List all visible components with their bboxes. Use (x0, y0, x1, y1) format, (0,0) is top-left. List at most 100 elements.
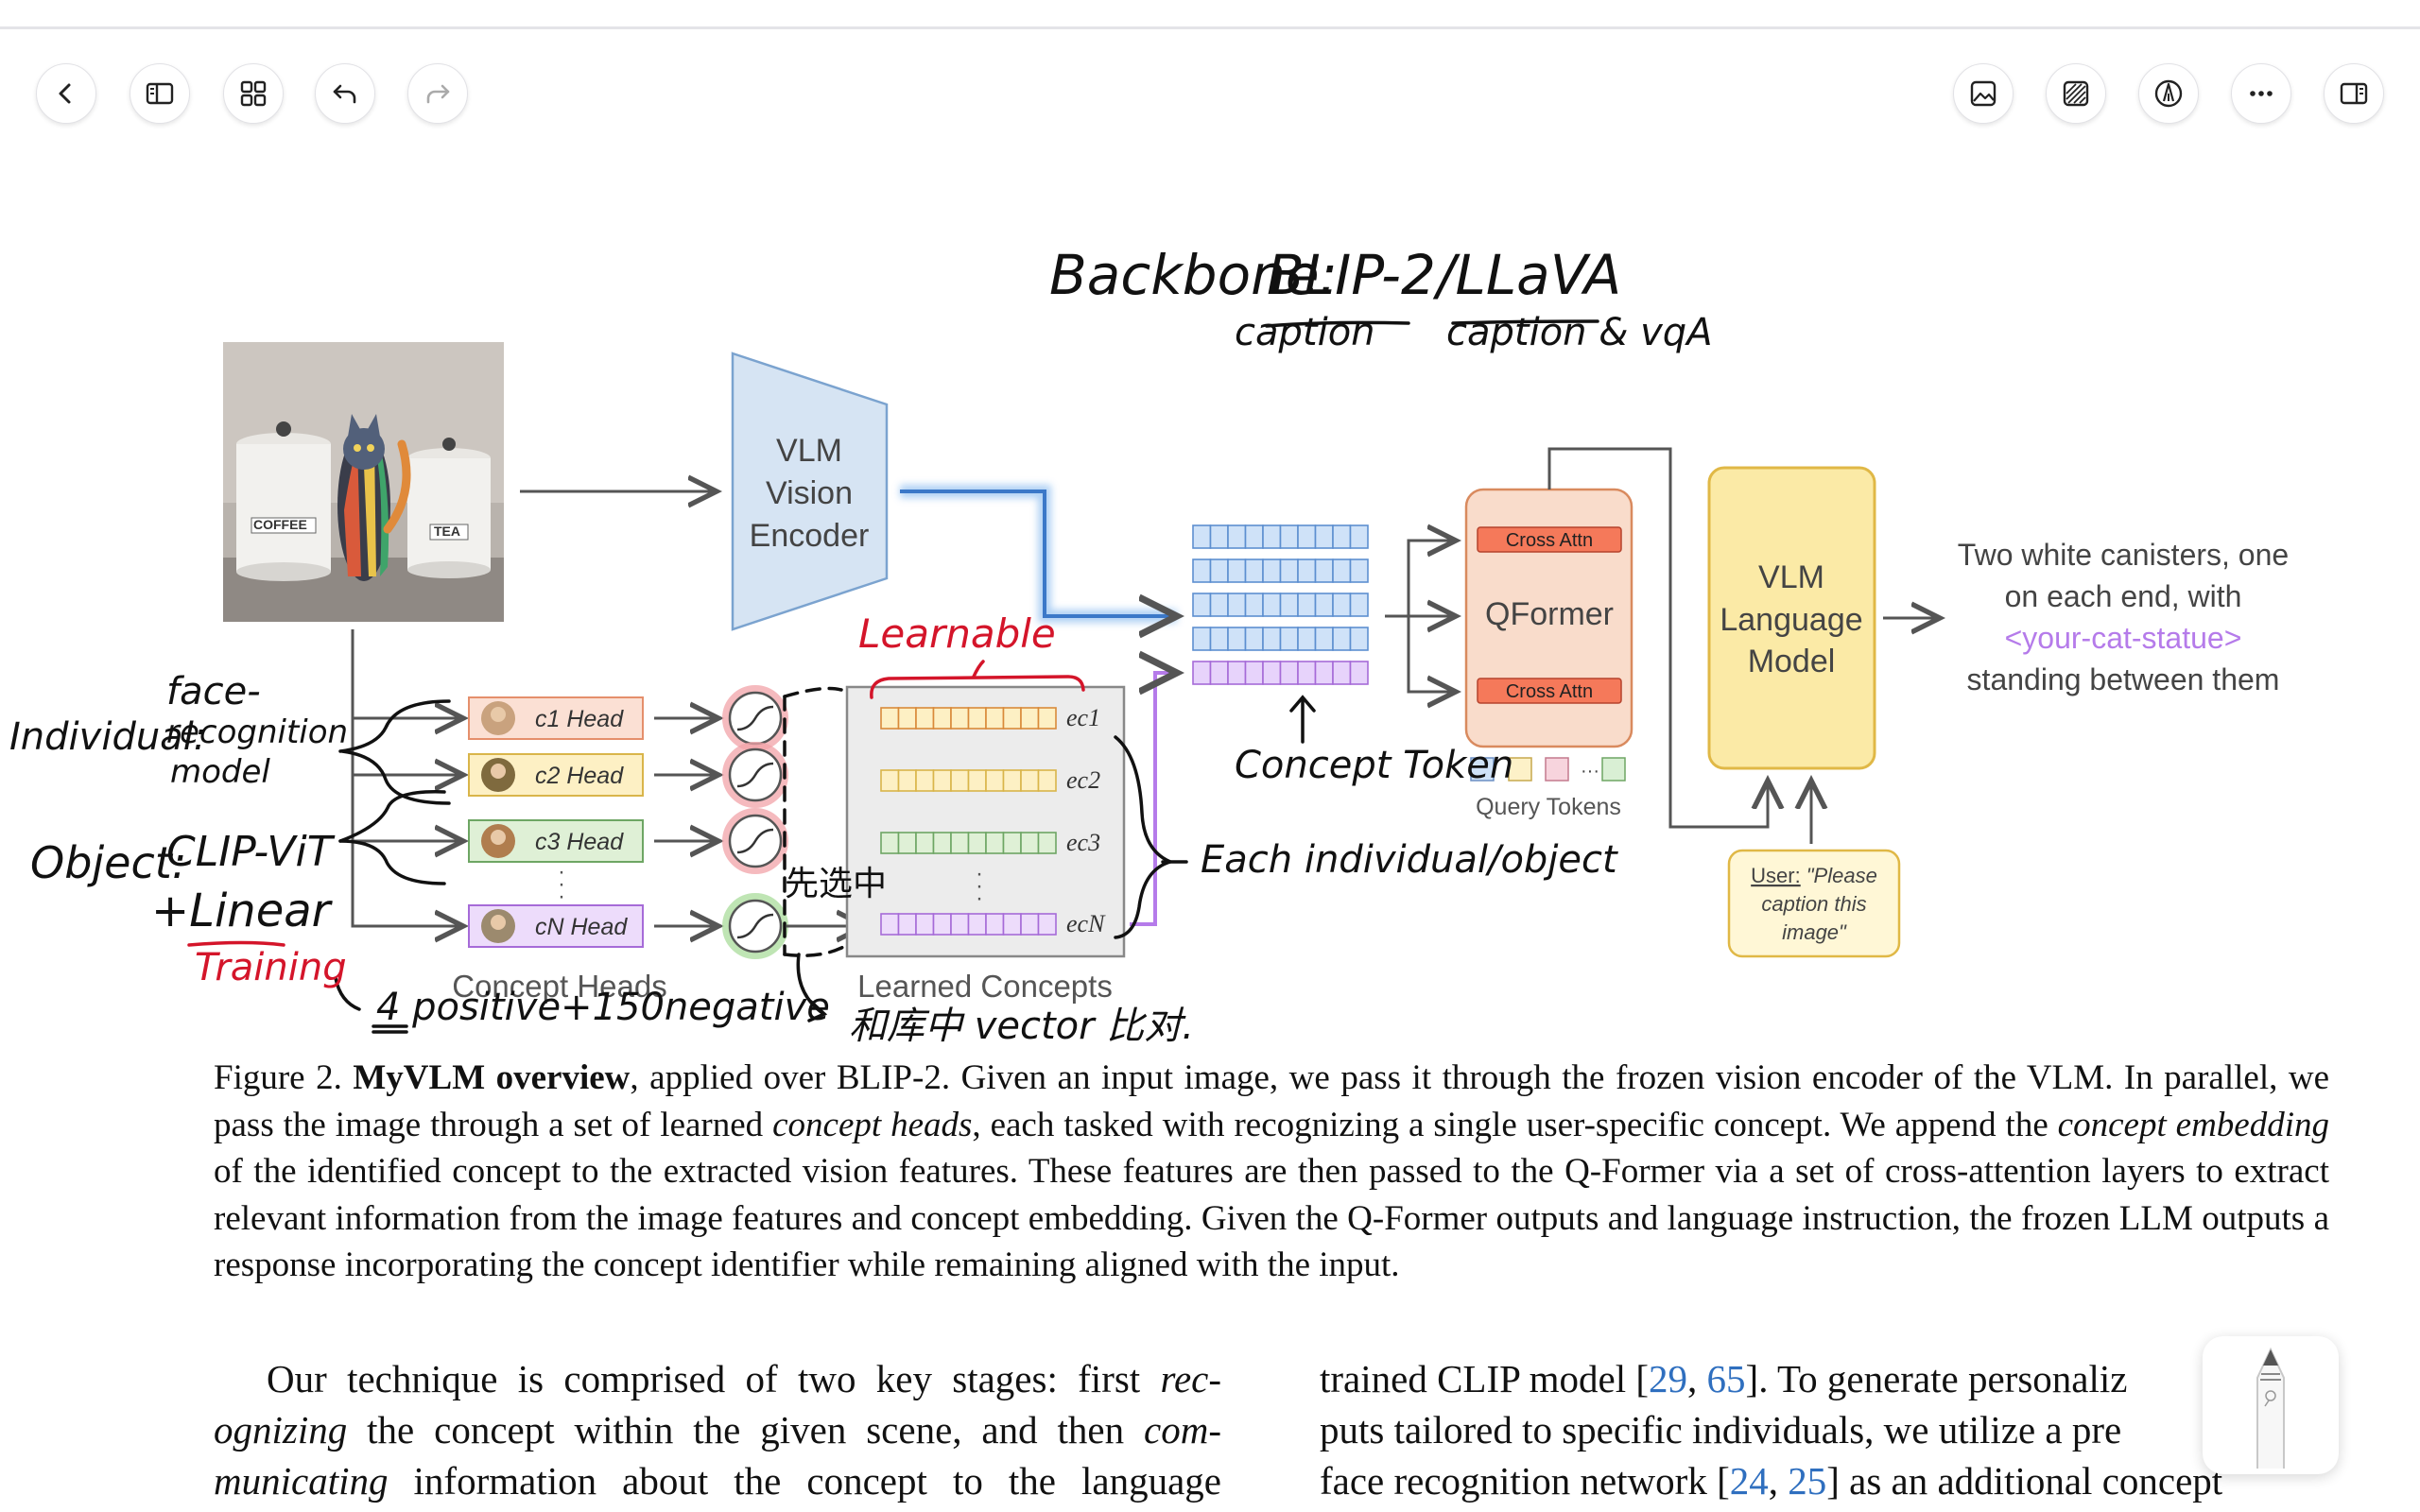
concept-embedding-cell (897, 769, 917, 792)
cite-29[interactable]: 29 (1649, 1357, 1688, 1400)
image-insert-button[interactable] (1953, 63, 2014, 124)
vision-token-cell (1314, 524, 1334, 549)
vision-token-cell (1279, 558, 1299, 583)
right-panel-icon (2340, 82, 2368, 105)
concept-token-cell (1297, 661, 1317, 685)
pencil-palette[interactable] (2203, 1336, 2339, 1474)
concept-embedding-cell (915, 913, 935, 936)
concept-embedding-cell (1002, 769, 1022, 792)
vision-token-cell (1244, 627, 1264, 651)
annotation-backbone: Backbone: (1049, 243, 1339, 307)
encoder-line3: Encoder (750, 518, 870, 554)
concept-embedding-cell (1002, 832, 1022, 854)
concept-embedding-cell (985, 913, 1005, 936)
annotation-object: Object: (30, 837, 187, 888)
concept-token-cell (1227, 661, 1247, 685)
concept-embedding-cell (880, 913, 900, 936)
vision-token-cell (1297, 558, 1317, 583)
annotation-learnable: Learnable (858, 610, 1056, 657)
vision-token-cell (1209, 524, 1229, 549)
cite-65[interactable]: 65 (1706, 1357, 1746, 1400)
vision-token-cell (1209, 558, 1229, 583)
concept-embedding-cell (985, 707, 1005, 730)
concept-embedding-label: ec1 (1066, 704, 1100, 731)
caption-p1: , applied over BLIP-2. Given an input im… (214, 1058, 2330, 1144)
concept-head-label: c3 Head (535, 829, 624, 855)
vision-token-cell (1332, 593, 1352, 617)
concept-embedding-cell (932, 913, 952, 936)
query-tokens: ··· (1470, 757, 1626, 782)
more-button[interactable] (2231, 63, 2291, 124)
concept-heads-label: Concept Heads (452, 969, 666, 1004)
vision-token-cell (1262, 524, 1282, 549)
concept-embedding-cell (897, 707, 917, 730)
concept-embedding-cell (932, 769, 952, 792)
vision-token-cell (1349, 627, 1369, 651)
undo-button[interactable] (315, 63, 375, 124)
image-insert-icon (1970, 80, 1996, 107)
vision-token-cell (1349, 558, 1369, 583)
concept-embedding-cell (1020, 707, 1040, 730)
vision-token-cell (1332, 524, 1352, 549)
concept-embedding-cell (1020, 832, 1040, 854)
concept-embedding-cell (1020, 913, 1040, 936)
back-button[interactable] (36, 63, 96, 124)
concept-embedding-cell (880, 707, 900, 730)
concept-head-label: c2 Head (535, 763, 624, 789)
concept-embedding-cell (950, 707, 970, 730)
vision-token-cell (1297, 627, 1317, 651)
photo-label-coffee: COFFEE (253, 517, 307, 532)
concept-embedding-cell (897, 832, 917, 854)
vision-token-cell (1262, 558, 1282, 583)
svg-text:·: · (976, 885, 983, 911)
cite-24[interactable]: 24 (1729, 1459, 1769, 1503)
annotation-each: Each individual/object (1201, 838, 1617, 882)
svg-text:·: · (558, 871, 565, 897)
concept-embedding-label: ecN (1066, 910, 1106, 937)
learned-concepts-panel (845, 685, 1126, 958)
annotation-training: Training (195, 946, 347, 989)
right-panel-button[interactable] (2324, 63, 2384, 124)
pen-tool-button[interactable] (2138, 63, 2199, 124)
user-prompt-line1: User:"Please (1751, 864, 1877, 887)
query-tokens-label: Query Tokens (1476, 794, 1621, 820)
vision-token-cell (1227, 524, 1247, 549)
vision-token-cell (1349, 593, 1369, 617)
annotation-first-select: 先选中 (785, 865, 888, 903)
cite-25[interactable]: 25 (1788, 1459, 1827, 1503)
concept-embedding-cell (1002, 707, 1022, 730)
redo-button[interactable] (407, 63, 468, 124)
output-line4: standing between them (1967, 662, 2280, 696)
sigmoid-curve (736, 762, 774, 788)
vision-token-cell (1244, 558, 1264, 583)
sigmoid-curve (736, 913, 774, 939)
concept-head-avatar-face (491, 915, 506, 930)
grid-view-button[interactable] (223, 63, 284, 124)
concept-embedding-cell (950, 769, 970, 792)
figure-caption: Figure 2. MyVLM overview, applied over B… (214, 1055, 2329, 1289)
concept-token-cell (1349, 661, 1369, 685)
concept-embedding-cell (915, 707, 935, 730)
vision-token-cell (1314, 593, 1334, 617)
concept-embedding-cell (950, 913, 970, 936)
learnable-brace (187, 660, 1085, 947)
vision-token-cell (1227, 558, 1247, 583)
left-line3: municating information about the concept… (214, 1459, 1221, 1503)
annotation-recognition: recognition (166, 713, 349, 751)
concept-embedding-cell (1037, 832, 1057, 854)
learned-concepts-label: Learned Concepts (857, 969, 1113, 1004)
concept-embedding-cell (967, 707, 987, 730)
right-line2: puts tailored to specific individuals, w… (1320, 1408, 2122, 1452)
vision-token-cell (1279, 627, 1299, 651)
vision-token-cell (1279, 593, 1299, 617)
annotation-pos-neg: 4 positive+150negative (376, 986, 830, 1029)
caption-i1: concept heads (772, 1105, 973, 1144)
shape-fill-button[interactable] (2046, 63, 2106, 124)
vision-token-cell (1314, 627, 1334, 651)
handwritten-strokes (334, 319, 1599, 1034)
concept-token-cell (1262, 661, 1282, 685)
concept-token-cell (1279, 661, 1299, 685)
right-column: trained CLIP model [29, 65]. To generate… (1320, 1353, 2329, 1506)
language-model-block (1707, 466, 1876, 770)
sidebar-toggle-button[interactable] (130, 63, 190, 124)
